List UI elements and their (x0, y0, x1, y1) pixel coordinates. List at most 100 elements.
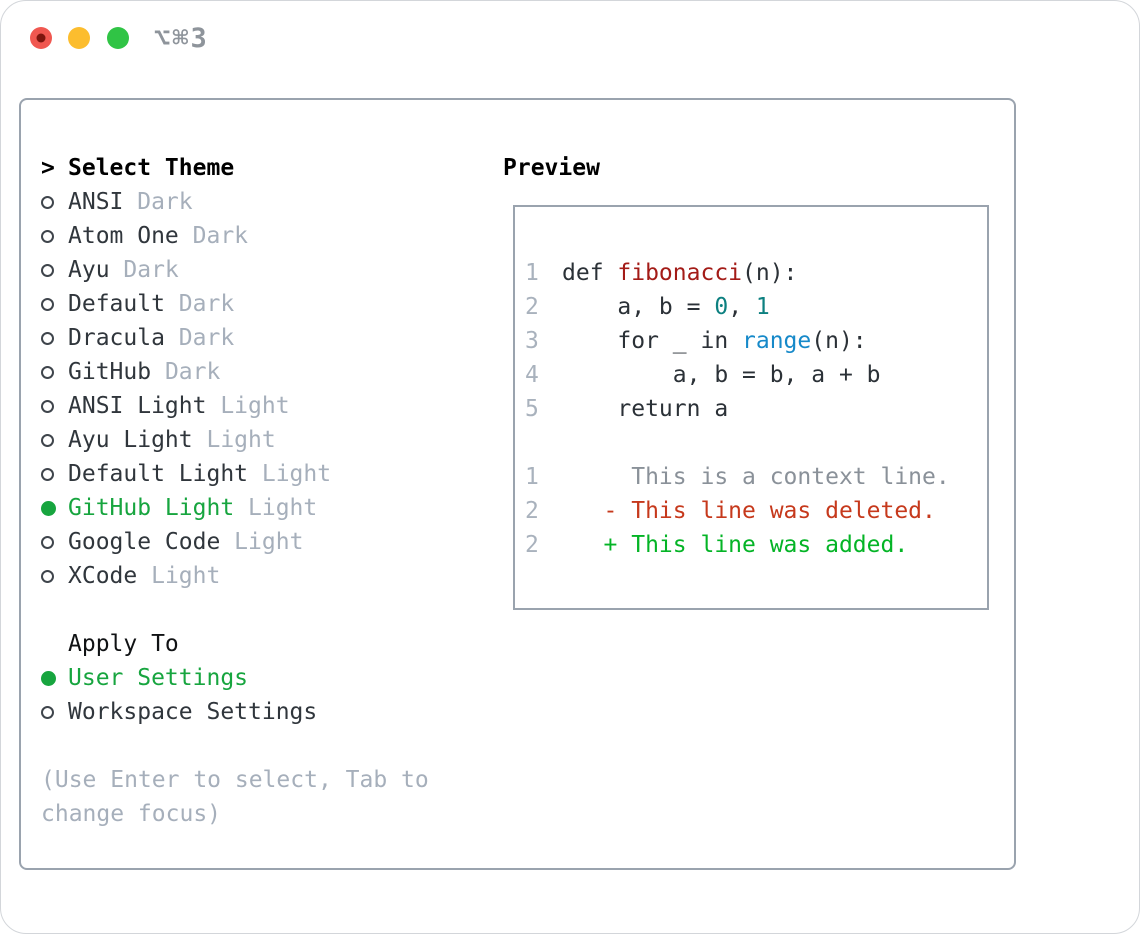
radio-marker-col (41, 670, 68, 686)
radio-icon (41, 331, 54, 345)
theme-option[interactable]: Default Dark (41, 287, 491, 321)
radio-icon (41, 229, 54, 243)
option-label: GitHub (68, 359, 152, 385)
code-token-num: 1 (755, 294, 770, 320)
preview-line: 2 - This line was deleted. (525, 494, 987, 528)
code-token-code: (n): (742, 260, 798, 286)
titlebar: ⌥⌘3 (1, 1, 1139, 76)
code-token-code: def (562, 260, 618, 286)
radio-marker-col (41, 500, 68, 516)
line-number: 3 (525, 328, 539, 354)
preview-line: 2 a, b = 0, 1 (525, 290, 987, 324)
option-label: Ayu Light (68, 427, 193, 453)
option-label: Default (68, 291, 165, 317)
line-number: 2 (525, 498, 539, 524)
code-token-num: 0 (714, 294, 729, 320)
code-token-code: a, b = b, a + b (562, 362, 881, 388)
keyboard-shortcut-label: ⌥⌘3 (154, 23, 209, 54)
preview-line: 3 for _ in range(n): (525, 324, 987, 358)
theme-option[interactable]: Default Light Light (41, 457, 491, 491)
code-token-builtin: range (742, 328, 812, 354)
radio-marker-col (41, 433, 68, 447)
option-label: ANSI (68, 189, 124, 215)
radio-marker-col (41, 467, 68, 481)
close-dot-icon (36, 33, 46, 43)
theme-option[interactable]: Dracula Dark (41, 321, 491, 355)
theme-option[interactable]: Ayu Dark (41, 253, 491, 287)
preview-line: 1 This is a context line. (525, 460, 987, 494)
code-token-code: a, b = (562, 294, 715, 320)
preview-line: 4 a, b = b, a + b (525, 358, 987, 392)
radio-selected-icon (41, 670, 56, 686)
radio-icon (41, 569, 54, 583)
theme-option[interactable]: ANSI Light Light (41, 389, 491, 423)
radio-selected-icon (41, 500, 56, 516)
theme-variant-tag: Dark (164, 291, 235, 317)
theme-variant-tag: Light (206, 393, 290, 419)
apply-to-option[interactable]: User Settings (41, 661, 491, 695)
theme-variant-tag: Light (248, 461, 332, 487)
code-token-context: This is a context line. (562, 464, 950, 490)
radio-marker-col (41, 229, 68, 243)
code-token-func: fibonacci (617, 260, 743, 286)
theme-option[interactable]: Google Code Light (41, 525, 491, 559)
apply-to-header: Apply To (41, 627, 491, 661)
minimize-button[interactable] (68, 27, 90, 49)
radio-marker-col (41, 331, 68, 345)
radio-icon (41, 535, 54, 549)
radio-marker-col (41, 535, 68, 549)
code-token-code: (n): (811, 328, 867, 354)
theme-option[interactable]: ANSI Dark (41, 185, 491, 219)
radio-icon (41, 365, 54, 379)
close-button[interactable] (30, 27, 52, 49)
option-label: GitHub Light (68, 495, 235, 521)
spacer (41, 729, 491, 763)
radio-marker-col (41, 263, 68, 277)
theme-option[interactable]: GitHub Light Light (41, 491, 491, 525)
option-label: Atom One (68, 223, 179, 249)
radio-icon (41, 195, 54, 209)
preview-title: Preview (503, 155, 600, 181)
option-label: ANSI Light (68, 393, 207, 419)
theme-picker-header: > Select Theme (41, 151, 491, 185)
radio-icon (41, 399, 54, 413)
theme-option[interactable]: Atom One Dark (41, 219, 491, 253)
theme-variant-tag: Light (137, 563, 221, 589)
theme-option[interactable]: XCode Light (41, 559, 491, 593)
code-token-code: return a (562, 396, 729, 422)
line-number: 2 (525, 294, 539, 320)
option-label: Workspace Settings (68, 699, 318, 725)
theme-variant-tag: Light (192, 427, 276, 453)
radio-icon (41, 297, 54, 311)
zoom-button[interactable] (107, 27, 129, 49)
option-label: Default Light (68, 461, 249, 487)
preview-line: 5 return a (525, 392, 987, 426)
line-number: 5 (525, 396, 539, 422)
line-number: 2 (525, 532, 539, 558)
line-number: 1 (525, 260, 539, 286)
option-label: XCode (68, 563, 138, 589)
option-label: Google Code (68, 529, 221, 555)
line-number: 4 (525, 362, 539, 388)
prompt-marker-col: > (41, 155, 68, 181)
radio-marker-col (41, 569, 68, 583)
line-number: 1 (525, 464, 539, 490)
radio-marker-col (41, 365, 68, 379)
radio-marker-col (41, 705, 68, 719)
theme-option[interactable]: GitHub Dark (41, 355, 491, 389)
apply-to-option[interactable]: Workspace Settings (41, 695, 491, 729)
theme-option[interactable]: Ayu Light Light (41, 423, 491, 457)
radio-marker-col (41, 195, 68, 209)
prompt-icon: > (41, 155, 55, 181)
preview-line (525, 426, 987, 460)
code-token-deleted: - This line was deleted. (562, 498, 936, 524)
theme-variant-tag: Dark (178, 223, 249, 249)
radio-icon (41, 263, 54, 277)
option-label: Dracula (68, 325, 165, 351)
code-token-code: , (728, 294, 756, 320)
radio-marker-col (41, 297, 68, 311)
